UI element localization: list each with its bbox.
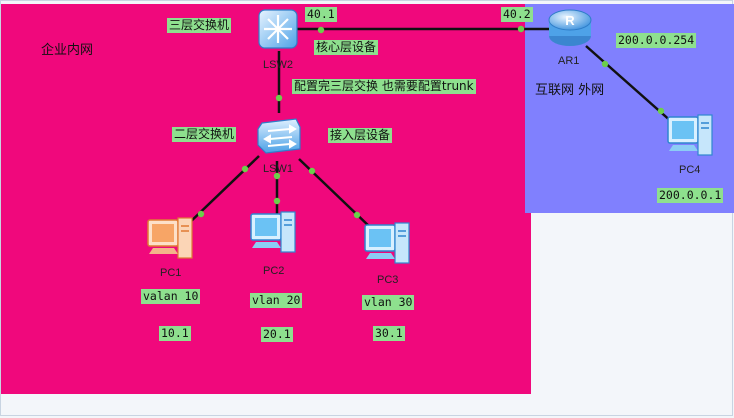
pc1-vlan-label: valan 10 bbox=[141, 289, 201, 304]
lsw2-layer-label: 核心层设备 bbox=[314, 40, 379, 55]
pc2-name: PC2 bbox=[263, 265, 285, 277]
lsw1-device[interactable] bbox=[256, 115, 302, 161]
lsw2-name: LSW2 bbox=[263, 59, 293, 71]
pc2-device[interactable] bbox=[247, 208, 299, 262]
port-dot bbox=[657, 107, 665, 115]
l2-switch-icon bbox=[257, 118, 301, 154]
ar1-gateway-label: 200.0.0.254 bbox=[616, 33, 697, 48]
ar1-device[interactable]: R bbox=[546, 6, 594, 54]
port-dot bbox=[197, 210, 205, 218]
lsw2-device[interactable] bbox=[256, 7, 300, 55]
pc1-device[interactable] bbox=[144, 214, 196, 268]
lsw1-layer-label: 接入层设备 bbox=[328, 128, 393, 143]
l3-switch-icon bbox=[258, 9, 298, 49]
port-dot bbox=[353, 211, 361, 219]
trunk-note: 配置完三层交换 也需要配置trunk bbox=[292, 79, 476, 94]
lsw1-role-label: 二层交换机 bbox=[172, 127, 237, 142]
lsw2-role-label: 三层交换机 bbox=[167, 18, 232, 33]
lsw2-port-label: 40.1 bbox=[305, 7, 337, 22]
svg-text:R: R bbox=[565, 13, 575, 28]
pc3-name: PC3 bbox=[377, 274, 399, 286]
pc1-name: PC1 bbox=[160, 267, 182, 279]
pc2-ip-label: 20.1 bbox=[261, 327, 293, 342]
pc-icon bbox=[147, 217, 193, 259]
port-dot bbox=[517, 25, 525, 33]
pc2-vlan-label: vlan 20 bbox=[250, 293, 303, 308]
pc3-ip-label: 30.1 bbox=[373, 326, 405, 341]
pc4-name: PC4 bbox=[679, 164, 701, 176]
pc-icon bbox=[364, 222, 410, 264]
internet-zone-label: 互联网 外网 bbox=[535, 83, 605, 98]
pc4-device[interactable] bbox=[664, 111, 716, 165]
port-dot bbox=[308, 167, 316, 175]
pc-icon bbox=[667, 114, 713, 156]
port-dot bbox=[273, 172, 281, 180]
pc3-device[interactable] bbox=[361, 219, 413, 273]
ar1-name: AR1 bbox=[558, 55, 580, 67]
router-icon: R bbox=[548, 9, 592, 46]
port-dot bbox=[273, 197, 281, 205]
port-dot bbox=[601, 60, 609, 68]
lsw1-name: LSW1 bbox=[263, 163, 293, 175]
pc4-ip-label: 200.0.0.1 bbox=[657, 188, 724, 203]
pc-icon bbox=[250, 211, 296, 253]
pc3-vlan-label: vlan 30 bbox=[362, 295, 415, 310]
port-dot bbox=[317, 26, 325, 34]
port-dot bbox=[241, 165, 249, 173]
port-dot bbox=[275, 94, 283, 102]
pc1-ip-label: 10.1 bbox=[159, 326, 191, 341]
ar1-port-label: 40.2 bbox=[501, 7, 533, 22]
enterprise-zone-label: 企业内网 bbox=[41, 43, 94, 58]
